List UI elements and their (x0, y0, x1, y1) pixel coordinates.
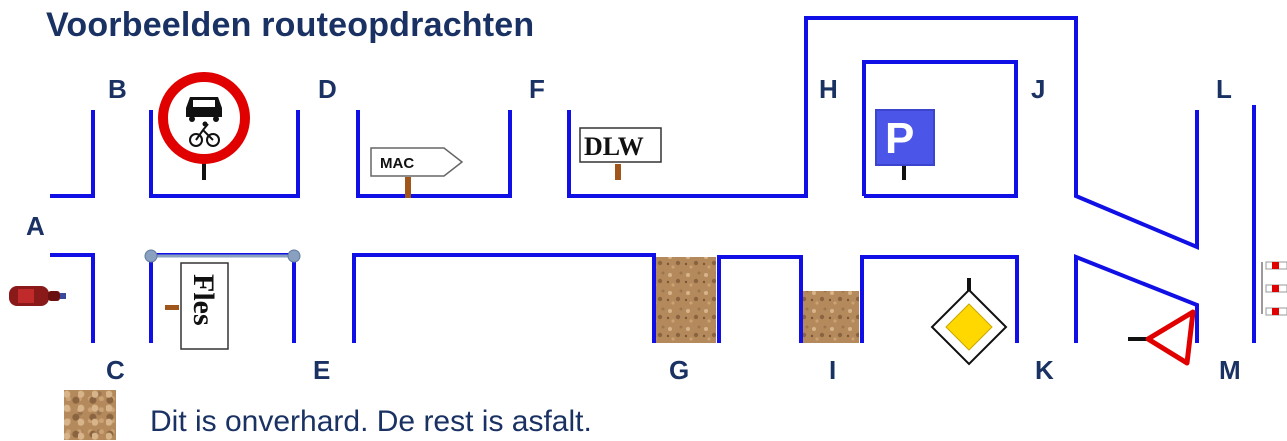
dlw-sign-text: DLW (584, 132, 644, 161)
mac-sign-text: MAC (380, 155, 414, 172)
label-m: M (1219, 355, 1241, 385)
road-edge-g-i (717, 255, 803, 343)
label-l: L (1216, 74, 1232, 104)
label-e: E (313, 355, 331, 385)
page-title: Voorbeelden routeopdrachten (46, 6, 535, 44)
label-a: A (26, 211, 45, 241)
label-f: F (529, 74, 545, 104)
label-g: G (669, 355, 690, 385)
road-edge-a-c (50, 253, 95, 343)
road-block-h-j (862, 60, 1018, 198)
label-b: B (108, 74, 127, 104)
barrier (144, 249, 301, 263)
road-edge-k-m (1074, 254, 1199, 343)
road-edge-i-k (860, 255, 1019, 343)
fles-name-sign: Fles (165, 262, 229, 350)
fles-sign-text: Fles (187, 274, 220, 326)
legend-text: Dit is onverhard. De rest is asfalt. (150, 405, 592, 438)
road-edge-e-g (352, 253, 656, 343)
legend-unpaved-swatch (64, 390, 116, 440)
dlw-name-sign: DLW (579, 127, 662, 180)
mac-direction-sign: MAC (370, 147, 464, 198)
label-d: D (318, 74, 337, 104)
unpaved-segment-g (654, 257, 716, 343)
barrier-right-icon (1261, 261, 1287, 316)
parking-sign-icon: P (875, 109, 935, 180)
warning-triangle-sign-icon (1128, 309, 1196, 366)
label-i: I (829, 355, 837, 385)
parking-sign-text: P (885, 114, 914, 163)
label-j: J (1031, 74, 1046, 104)
road-edge-d-f (356, 110, 512, 198)
label-h: H (819, 74, 838, 104)
road-edge-f-l (567, 16, 1199, 251)
priority-road-sign-icon (930, 278, 1008, 366)
unpaved-segment-i (801, 291, 859, 343)
no-vehicles-sign-icon (158, 72, 250, 180)
label-k: K (1035, 355, 1054, 385)
road-edge-a-b (50, 110, 95, 198)
road-outlines (50, 16, 1256, 343)
road-edge-b-d (149, 110, 300, 198)
label-c: C (106, 355, 125, 385)
bottle-icon (9, 286, 66, 306)
